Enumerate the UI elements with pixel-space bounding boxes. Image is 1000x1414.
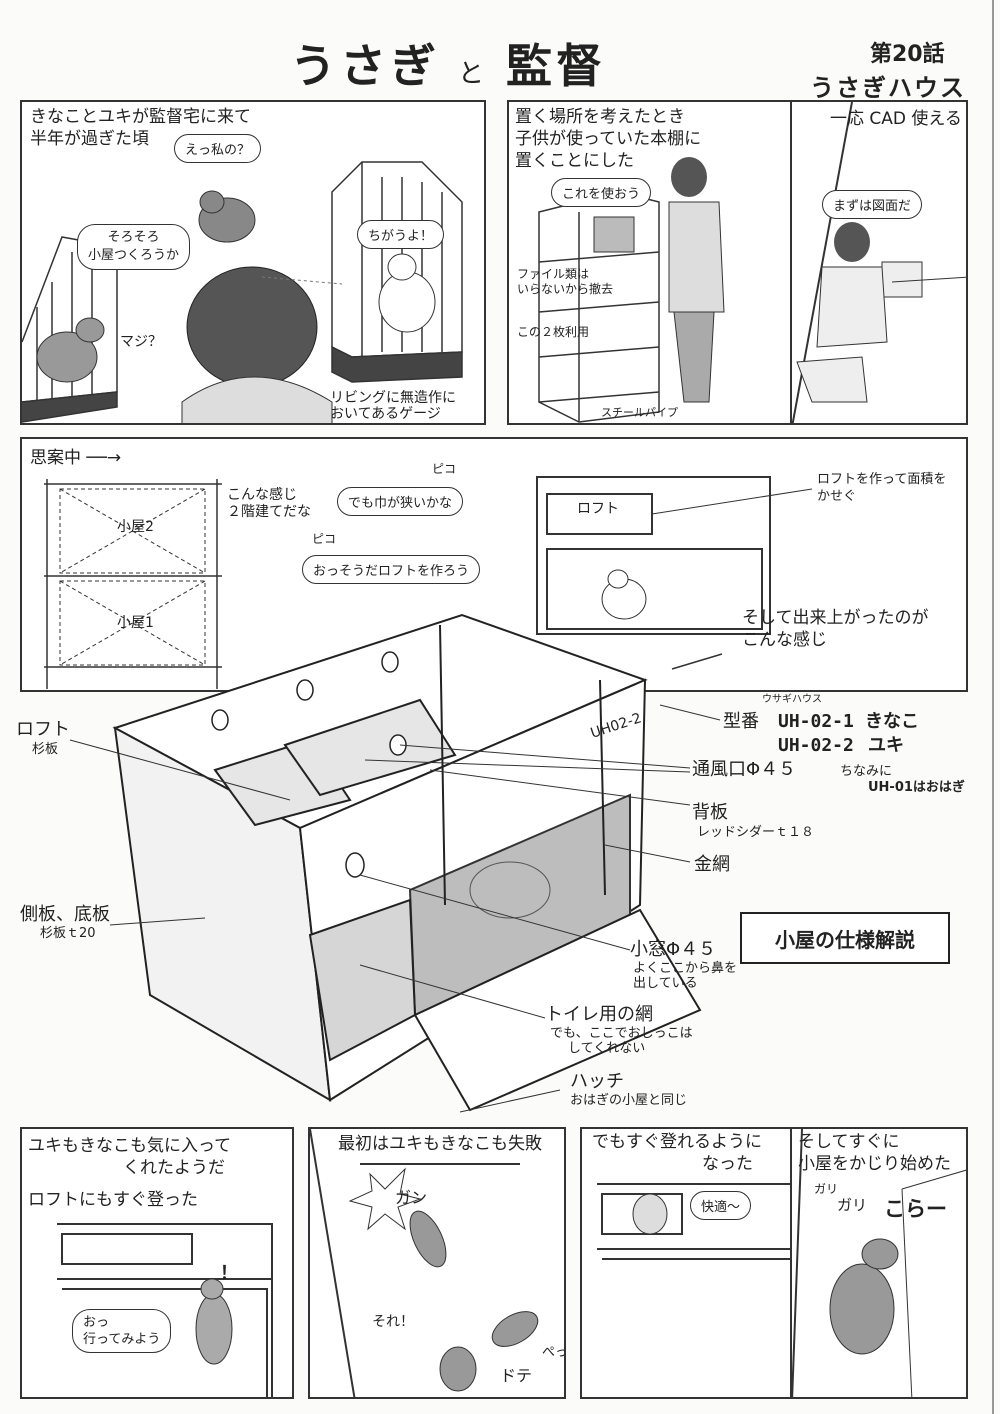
panel-6-sfx-gan: ガン <box>395 1188 428 1207</box>
panel-1: きなことユキが監督宅に来て半年が過ぎた頃 えっ私の？ そろそろ小屋つくろうか ち… <box>20 100 486 425</box>
box-model-tag: UH02-2 <box>588 710 644 742</box>
panel-2-note-pipe: スチールパイプ <box>601 406 678 419</box>
panel-3-narration: 一応 CAD 使える <box>830 109 962 129</box>
panel-5-sfx: ！ <box>220 1263 238 1284</box>
panel-2-note-two-boards: この２枚利用 <box>517 325 590 339</box>
model-ruby: ウサギハウス <box>762 694 822 705</box>
model-note-1: ちなみに <box>840 764 893 779</box>
panel-4-loft-note: ロフトを作って面積をかせぐ <box>817 472 947 504</box>
label-backboard-sub: レッドシダーｔ１８ <box>697 825 815 840</box>
panel-4-sfx-1: ピコ <box>432 462 457 476</box>
panel-4-loft-label: ロフト <box>577 501 619 517</box>
label-hatch-sub: おはぎの小屋と同じ <box>570 1093 688 1108</box>
panel-6-sfx-peh: ぺっ <box>542 1345 566 1360</box>
label-loft-sub: 杉板 <box>32 742 59 757</box>
label-hatch: ハッチ <box>570 1071 624 1092</box>
panel-3-bubble: まずは図面だ <box>822 190 923 219</box>
label-vent: 通風口Φ４５ <box>692 759 797 780</box>
page-edge-line <box>992 0 994 1414</box>
label-window-sub: よくここから鼻を出している <box>633 961 738 991</box>
label-mesh: 金網 <box>694 854 730 875</box>
model-1: UH-02-1 <box>778 711 854 732</box>
panel-7-bubble: 快適〜 <box>690 1191 752 1220</box>
diagram-box-upper: 小屋2 <box>117 519 154 535</box>
panel-7-narration: でもすぐ登れるようになった <box>592 1132 762 1174</box>
panel-5-narration: ユキもきなこも気に入って くれたようだ ロフトにもすぐ登った <box>28 1136 232 1210</box>
panel-2-note-files: ファイル類はいらないから撤去 <box>517 267 614 296</box>
panel-4-bubble-2: おっそうだロフトを作ろう <box>302 555 481 584</box>
panel-8-shout: こらー <box>884 1197 947 1221</box>
panel-1-bubble-rabbit: えっ私の？ <box>174 134 262 163</box>
panel-5-art <box>57 1223 273 1397</box>
panel-1-narration: きなことユキが監督宅に来て半年が過ぎた頃 <box>30 107 251 149</box>
panel-4-bubble-1: でも巾が狭いかな <box>337 487 464 516</box>
panel-6-narration: 最初はユキもきなこも失敗 <box>338 1134 542 1154</box>
model-2-name: ユキ <box>868 735 904 756</box>
diagram-box-lower: 小屋1 <box>117 615 154 631</box>
panel-4-heading: 思案中 ──→ <box>30 448 122 468</box>
panel-8-sfx-2: ガリ <box>837 1196 868 1214</box>
model-2: UH-02-2 <box>778 735 854 756</box>
label-backboard: 背板 <box>692 802 728 823</box>
panel-5-bubble: おっ行ってみよう <box>72 1309 172 1353</box>
model-1-name: きなこ <box>865 711 919 732</box>
label-loft: ロフト <box>16 719 70 740</box>
panel-5: ユキもきなこも気に入って くれたようだ ロフトにもすぐ登った おっ行ってみよう … <box>20 1127 294 1399</box>
panel-1-caption: リビングに無造作においてあるゲージ <box>330 390 456 422</box>
panel-3: 一応 CAD 使える まずは図面だ <box>790 100 968 425</box>
label-side-sub: 杉板ｔ20 <box>40 926 96 941</box>
model-note-2: UH-01はおはぎ <box>868 780 965 795</box>
label-window: 小窓Φ４５ <box>630 939 717 960</box>
page-title: うさぎと監督 <box>290 39 607 93</box>
label-toilet: トイレ用の網 <box>545 1004 653 1025</box>
panel-2: 置く場所を考えたとき子供が使っていた本棚に置くことにした これを使おう ファイル… <box>507 100 807 425</box>
panel-8-narration: そしてすぐに小屋をかじり始めた <box>798 1132 951 1174</box>
panel-1-bubble-cage-rabbit: ちがうよ！ <box>357 220 445 249</box>
panel-8-sfx-1: ガリ <box>814 1182 839 1196</box>
panel-6-sfx-dote: ドテ <box>500 1366 533 1385</box>
panel-6: 最初はユキもきなこも失敗 ガン それ！ ドテ ぺっ <box>308 1127 566 1399</box>
panel-6-art <box>310 1129 539 1397</box>
panel-1-bubble-man: そろそろ小屋つくろうか <box>77 224 191 270</box>
panel-2-bubble: これを使おう <box>551 178 652 207</box>
panel-1-left-rabbit-line: マジ？ <box>120 334 162 350</box>
panel-2-narration: 置く場所を考えたとき子供が使っていた本棚に置くことにした <box>515 107 702 171</box>
panel-4-art <box>44 476 813 689</box>
panel-3-art <box>792 102 966 423</box>
spec-title-box: 小屋の仕様解説 <box>740 912 950 964</box>
episode-title: うさぎハウス <box>810 74 966 102</box>
panel-8: そしてすぐに小屋をかじり始めた ガリ ガリ こらー <box>790 1127 968 1399</box>
model-label: 型番 <box>723 711 759 732</box>
panel-7-art <box>597 1183 790 1260</box>
panel-2-art <box>538 157 725 423</box>
panel-7: でもすぐ登れるようになった 快適〜 <box>580 1127 792 1399</box>
panel-4-result: そして出来上がったのがこんな感じ <box>742 608 929 650</box>
panel-1-art <box>22 161 463 423</box>
label-toilet-sub: でも、ここでおしっこはしてくれない <box>550 1026 693 1056</box>
label-side: 側板、底板 <box>20 904 110 925</box>
episode-number: 第20話 <box>870 42 945 67</box>
panel-4-sfx-2: ピコ <box>312 532 337 546</box>
panel-8-art <box>792 1129 966 1397</box>
panel-6-bubble: それ！ <box>372 1314 414 1330</box>
